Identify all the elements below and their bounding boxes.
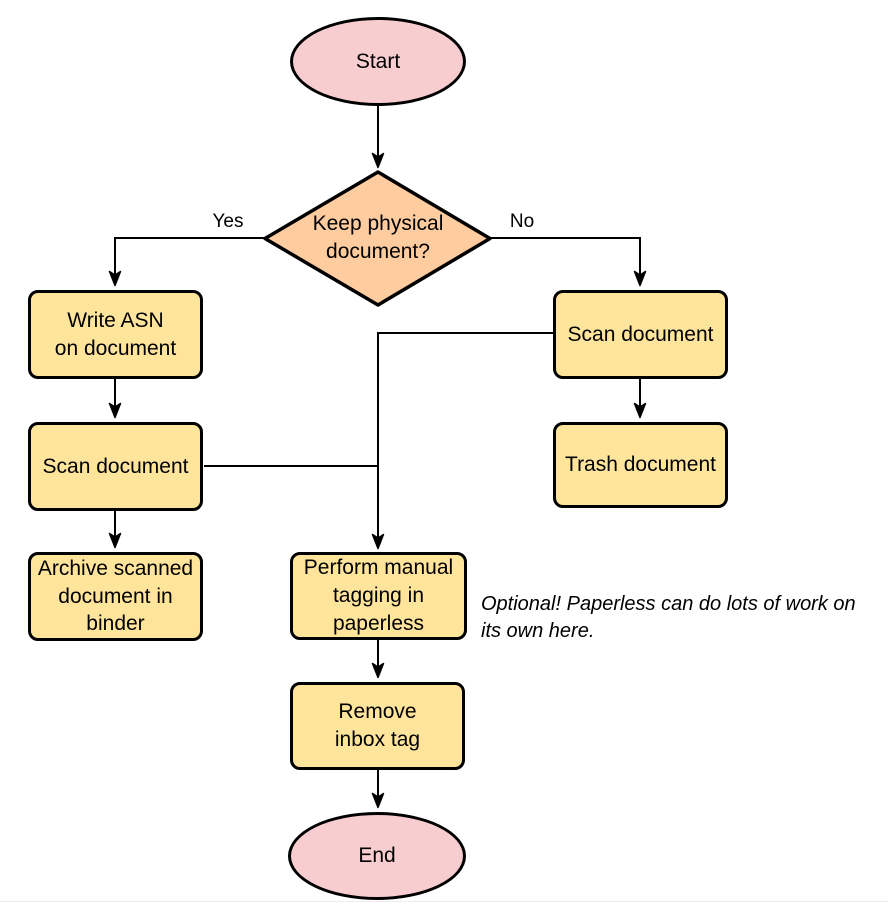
process-trash-document: Trash document — [553, 422, 728, 508]
edge-scan-right-to-perform — [371, 332, 553, 550]
process-scan-document-left-label: Scan document — [42, 454, 189, 478]
terminal-start: Start — [290, 17, 466, 106]
terminal-end: End — [288, 812, 466, 900]
bottom-divider — [0, 901, 888, 902]
process-archive-binder-label: Archive scanned document in binder — [37, 556, 194, 636]
edge-yes-to-write-asn — [108, 237, 265, 287]
process-remove-inbox-tag-label: Remove inbox tag — [334, 700, 421, 751]
process-scan-document-right-label: Scan document — [567, 322, 714, 346]
process-trash-document-label: Trash document — [565, 453, 716, 477]
process-manual-tagging-label: Perform manual tagging in paperless — [303, 556, 454, 635]
process-scan-document-right: Scan document — [553, 290, 728, 379]
process-write-asn-label: Write ASN on document — [54, 308, 177, 360]
decision-keep-physical: Keep physical document? — [272, 209, 484, 267]
decision-keep-physical-label: Keep physical document? — [312, 212, 444, 263]
edge-no-to-scan-right — [489, 237, 647, 287]
process-remove-inbox-tag: Remove inbox tag — [290, 682, 465, 770]
edge-label-no: No — [497, 211, 547, 233]
decision-diamond-shape — [263, 170, 492, 307]
edge-label-yes: Yes — [203, 211, 253, 233]
terminal-start-label: Start — [355, 49, 401, 73]
process-manual-tagging: Perform manual tagging in paperless — [290, 552, 467, 640]
process-archive-binder: Archive scanned document in binder — [28, 552, 203, 641]
process-scan-document-left: Scan document — [28, 422, 203, 511]
terminal-end-label: End — [358, 844, 396, 868]
process-write-asn: Write ASN on document — [28, 290, 203, 379]
annotation-optional-note: Optional! Paperless can do lots of work … — [481, 593, 856, 642]
